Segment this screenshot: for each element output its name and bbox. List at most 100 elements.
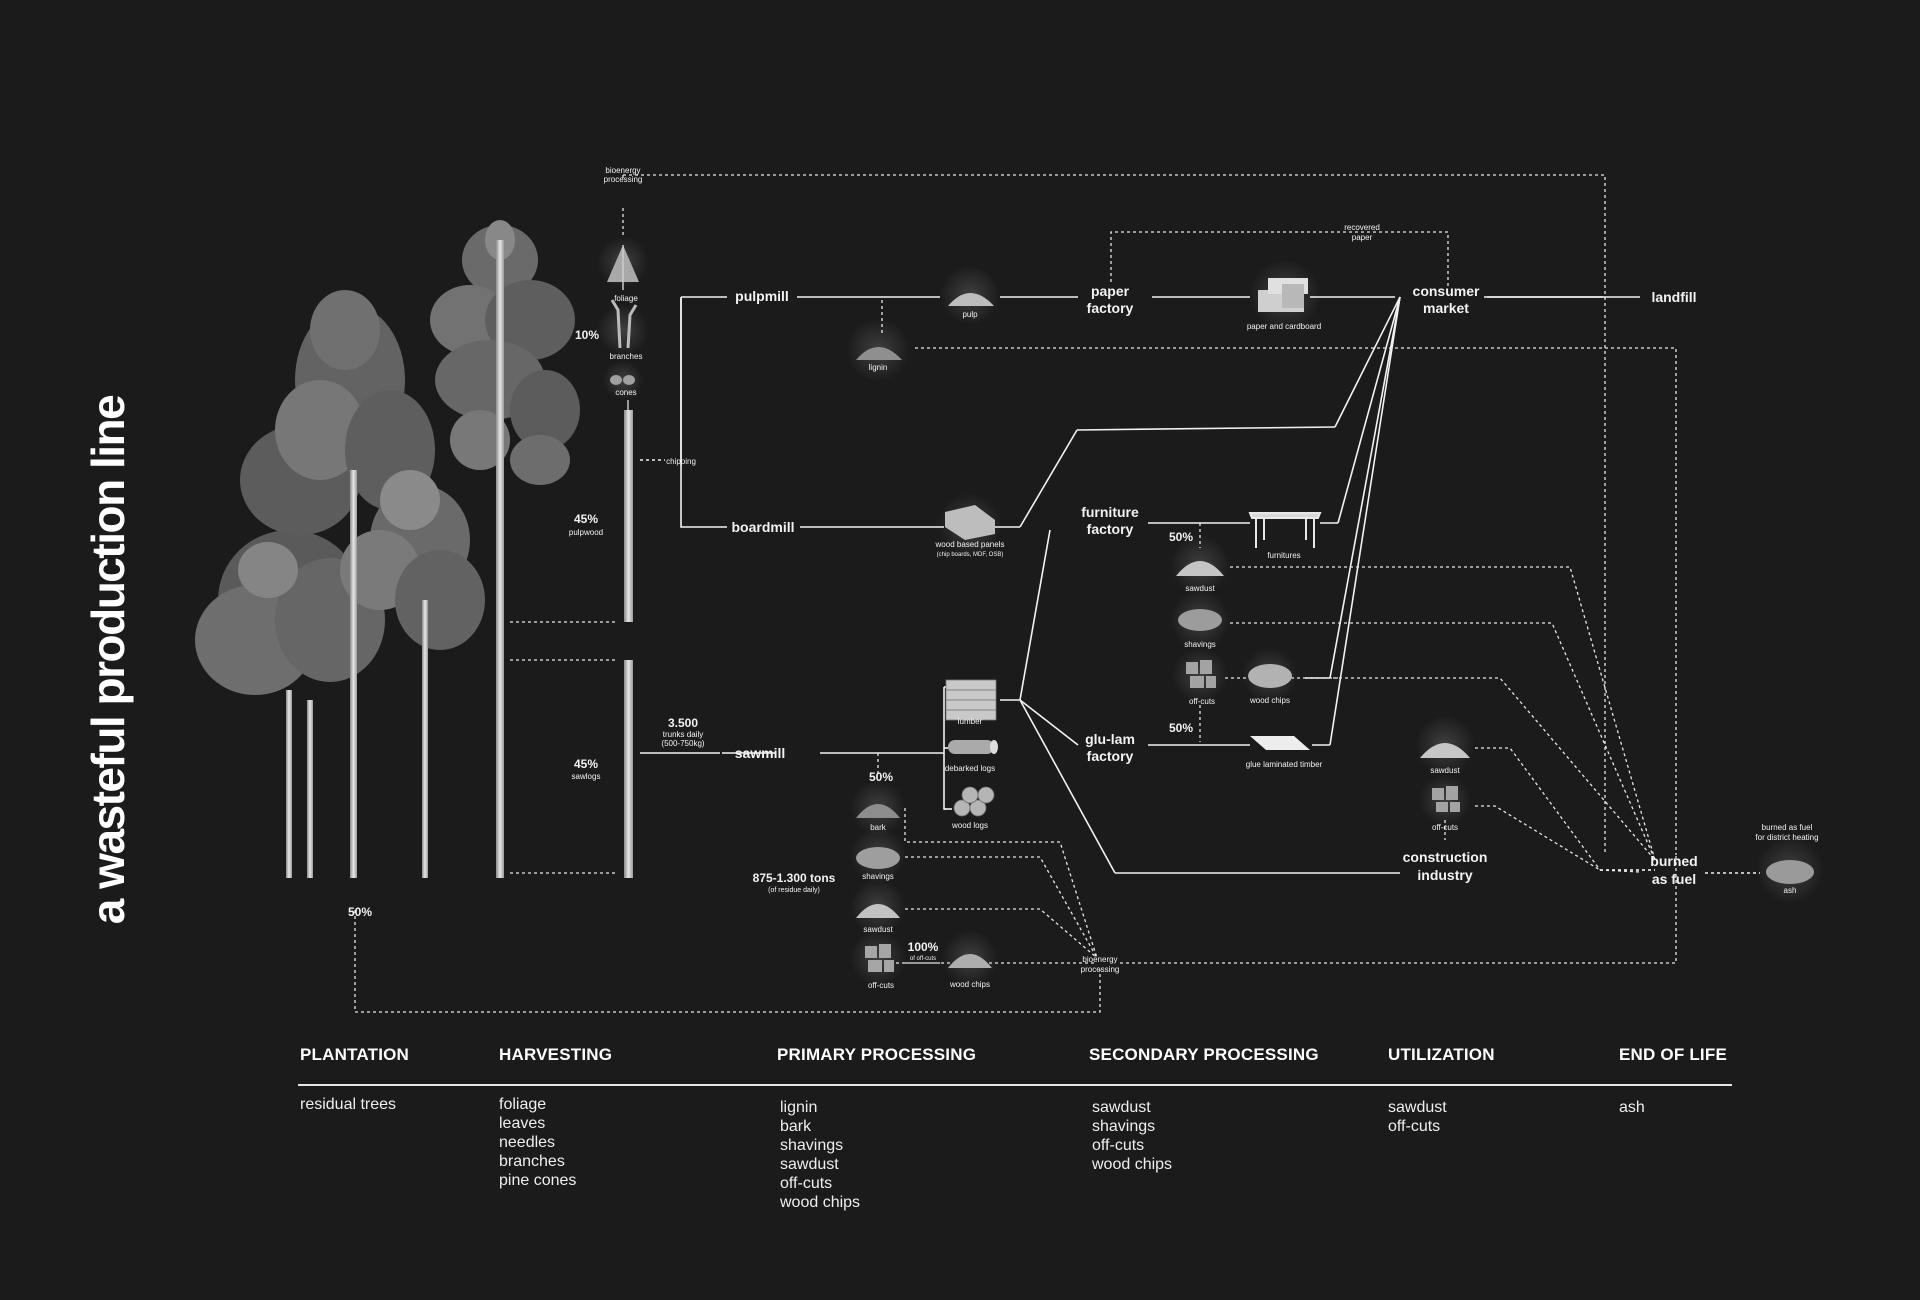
flow-lines: [640, 296, 1760, 874]
wood-panels-sub-label: (chip boards, MDF, OSB): [937, 552, 1004, 558]
burned-as-fuel-label: burned: [1650, 853, 1697, 869]
glulam-factory-label-2: factory: [1087, 748, 1134, 764]
burned-as-fuel-label-2: as fuel: [1652, 871, 1696, 887]
sawlogs-label: sawlogs: [572, 772, 601, 781]
debarked-logs-label: debarked logs: [945, 764, 995, 773]
foliage-label: foliage: [614, 294, 638, 303]
trunks-daily-label: trunks daily: [663, 730, 703, 739]
stage-table-divider: [298, 1084, 1732, 1086]
bioenergy-low-label-2: processing: [1081, 965, 1120, 974]
stage-item: shavings: [780, 1137, 844, 1154]
furniture-table-icon: [1248, 512, 1322, 548]
offcuts-low-icon: [865, 944, 894, 972]
stage-item: sawdust: [1092, 1099, 1151, 1116]
stage-item: sawdust: [1388, 1099, 1447, 1116]
bark-pile-icon: [856, 804, 900, 818]
trunks-value: 3.500: [668, 716, 698, 730]
glulam-timber-label: glue laminated timber: [1246, 760, 1323, 769]
woodchips-low-label: wood chips: [949, 980, 990, 989]
burned-fuel-note-2: for district heating: [1755, 833, 1818, 842]
glulam-factory-label: glu-lam: [1085, 731, 1135, 747]
woodchips-low-icon: [948, 954, 992, 968]
stage-item: needles: [499, 1134, 556, 1151]
sawdust-low-icon: [856, 904, 900, 918]
stage-item: pine cones: [499, 1172, 577, 1189]
cones-label: cones: [615, 388, 636, 397]
stage-item: residual trees: [300, 1096, 397, 1113]
stage-item: foliage: [499, 1096, 547, 1113]
offcuts-construction-icon: [1432, 786, 1460, 812]
stage-item: wood chips: [780, 1194, 861, 1211]
consumer-market-label-2: market: [1423, 300, 1469, 316]
pct-50-glulam-label: 50%: [1169, 721, 1193, 735]
sawmill-label: sawmill: [735, 745, 786, 761]
dashed-flow-lines: [354, 174, 1677, 1013]
recovered-paper-label-2: paper: [1352, 233, 1373, 242]
woodchips-mid-label: wood chips: [1249, 696, 1290, 705]
bioenergy-top-label-2: processing: [604, 175, 643, 184]
stage-items: residual trees: [300, 1095, 409, 1114]
ash-pile-icon: [1766, 860, 1814, 884]
consumer-market-label: consumer: [1413, 283, 1480, 299]
chipping-label: chipping: [666, 457, 696, 466]
sawdust-construction-icon: [1420, 743, 1470, 758]
shavings-low-label: shavings: [862, 872, 894, 881]
branches-label: branches: [610, 352, 643, 361]
stage-heading: SECONDARY PROCESSING: [1089, 1045, 1319, 1064]
cones-icon: [610, 375, 635, 385]
foliage-icon: [607, 245, 639, 290]
ash-label: ash: [1784, 886, 1797, 895]
pulp-icon: [948, 293, 994, 306]
pct-45-sawlogs-label: 45%: [574, 757, 598, 771]
stage-heading: HARVESTING: [499, 1045, 613, 1064]
pct-10-label: 10%: [575, 328, 599, 342]
lignin-icon: [856, 347, 902, 360]
stage-item: branches: [499, 1153, 565, 1170]
stage-heading: UTILIZATION: [1388, 1045, 1495, 1064]
stage-heading: PRIMARY PROCESSING: [777, 1045, 977, 1064]
landfill-label: landfill: [1651, 289, 1696, 305]
construction-industry-label-2: industry: [1417, 867, 1472, 883]
recovered-paper-label: recovered: [1344, 223, 1380, 232]
boardmill-label: boardmill: [731, 519, 794, 535]
pulpmill-label: pulpmill: [735, 288, 789, 304]
of-offcuts-label: of off-cuts: [910, 956, 936, 962]
residue-daily-label: (of residue daily): [768, 887, 820, 894]
branches-icon: [610, 299, 638, 349]
stage-column-end-of-life: END OF LIFE ash: [1619, 1045, 1727, 1117]
tree-cluster-left-illustration: [195, 290, 485, 878]
offcuts-pile-icon: [1186, 660, 1216, 688]
paper-cardboard-label: paper and cardboard: [1247, 322, 1321, 331]
trees-illustration: [195, 220, 633, 878]
bark-label: bark: [870, 823, 887, 832]
material-icons: [597, 236, 1824, 986]
stage-item: off-cuts: [780, 1175, 833, 1192]
bioenergy-low-label: bioenergy: [1082, 955, 1117, 964]
wood-logs-label: wood logs: [951, 821, 988, 830]
glulam-timber-icon: [1250, 736, 1310, 750]
pct-50-trees-label: 50%: [348, 905, 372, 919]
lumber-label: lumber: [958, 717, 983, 726]
sawdust-low-label: sawdust: [863, 925, 893, 934]
furniture-factory-label-2: factory: [1087, 521, 1134, 537]
furnitures-label: furnitures: [1267, 551, 1300, 560]
pct-45-pulpwood-label: 45%: [574, 512, 598, 526]
stage-item: sawdust: [780, 1156, 839, 1173]
construction-industry-label: construction: [1403, 849, 1488, 865]
stage-item: off-cuts: [1092, 1137, 1145, 1154]
pct-100-label: 100%: [908, 940, 939, 954]
wood-logs-icon: [953, 786, 995, 817]
shavings-pile-icon: [1178, 609, 1222, 631]
pct-50-sawmill-label: 50%: [869, 770, 893, 784]
stage-heading: PLANTATION: [300, 1045, 410, 1064]
pulpwood-label: pulpwood: [569, 528, 603, 537]
debarked-logs-icon: [948, 740, 998, 754]
sawdust-mid-label: sawdust: [1185, 584, 1215, 593]
